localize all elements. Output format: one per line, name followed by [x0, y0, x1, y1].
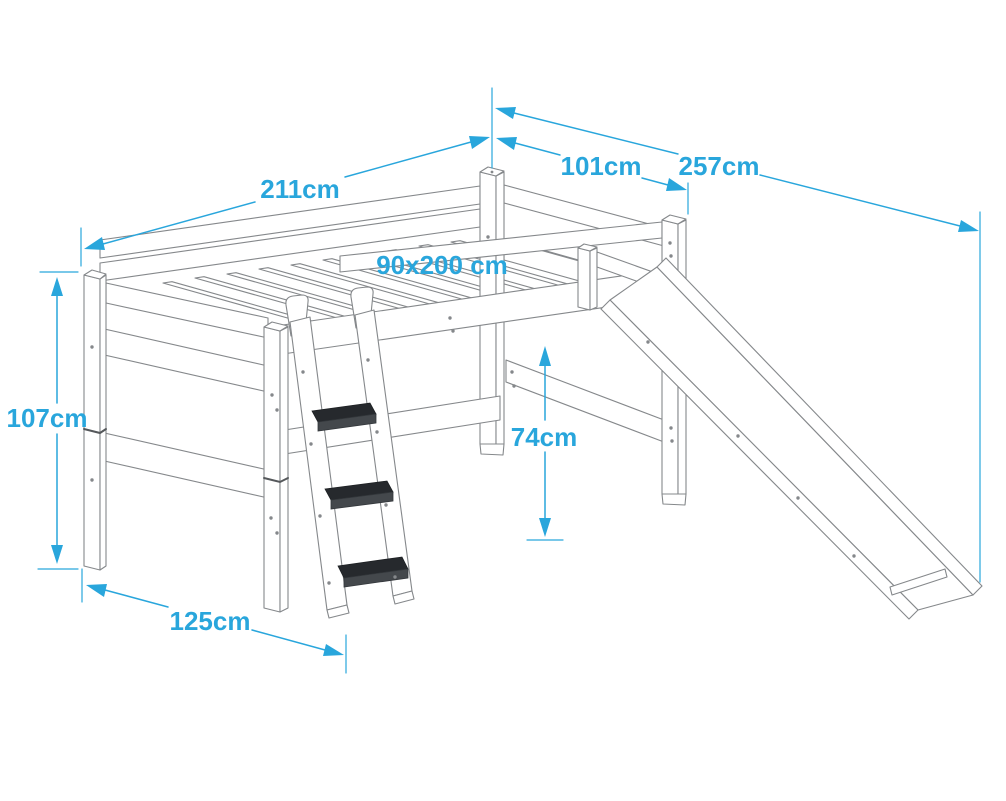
ladder-step-2 [324, 480, 394, 510]
arrowhead [496, 137, 517, 150]
arrowhead [958, 220, 979, 232]
mattress-size-label: 90x200 cm [376, 250, 508, 280]
clearance-height-label: 74cm [511, 422, 578, 452]
arrowhead [495, 107, 516, 119]
bed-height-label: 107cm [7, 403, 88, 433]
slide [596, 251, 983, 620]
foot-lower-rail [99, 431, 269, 499]
arrowhead [469, 136, 490, 149]
arrowhead [86, 584, 107, 597]
foot-back-post [83, 269, 107, 571]
dimension-bed-height [37, 271, 79, 570]
arrowhead [666, 178, 687, 191]
dimension-depth-with-ladder [81, 568, 347, 674]
bed-length-label: 211cm [260, 174, 340, 204]
ladder-step-1 [311, 402, 377, 432]
total-width-label: 257cm [679, 151, 760, 181]
slide-right-rail [656, 257, 983, 596]
dimension-clearance [526, 346, 564, 541]
bed-width-label: 101cm [561, 151, 642, 181]
arrowhead [84, 237, 105, 250]
slide-crossbar [889, 568, 948, 596]
arrowhead [51, 277, 63, 296]
ladder-step-3 [337, 556, 409, 588]
dimension-bed-width [496, 137, 689, 215]
arrowhead [539, 346, 551, 366]
ladder-right-foot [392, 590, 415, 605]
arrowhead [51, 545, 63, 564]
depth-with-ladder-label: 125cm [170, 606, 251, 636]
dimension-bed-length [80, 87, 493, 267]
foot-front-post [263, 321, 289, 613]
ladder-left-foot [326, 604, 350, 619]
front-guard-end-post [577, 243, 598, 311]
arrowhead [323, 644, 344, 656]
ladder-right-stile [354, 309, 413, 597]
dimension-total-width [495, 107, 981, 583]
arrowhead [539, 518, 551, 537]
slide-left-rail [600, 299, 919, 620]
ladder [285, 286, 415, 619]
foot-deck-rail [99, 327, 269, 393]
